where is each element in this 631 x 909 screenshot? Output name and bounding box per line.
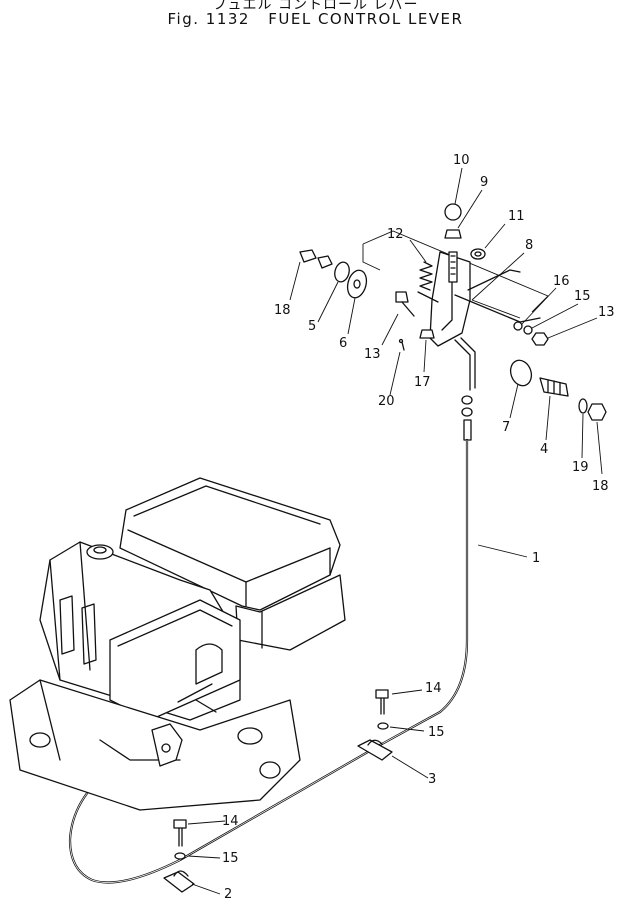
callout-13-right: 13 bbox=[598, 305, 615, 320]
callout-8: 8 bbox=[525, 238, 533, 253]
bolt-14-upper bbox=[375, 689, 389, 730]
callout-numbers: 10 9 11 12 8 16 15 13 18 5 6 13 17 20 7 … bbox=[222, 153, 615, 902]
figure-title-japanese: フュエル コントロール レバー bbox=[212, 0, 419, 13]
lever-bracket-assembly bbox=[299, 203, 607, 441]
leader-lines bbox=[187, 167, 603, 895]
figure-number: Fig. 1132 bbox=[167, 10, 250, 28]
callout-15-middle: 15 bbox=[428, 725, 445, 740]
callout-16: 16 bbox=[553, 274, 570, 289]
callout-10: 10 bbox=[453, 153, 470, 168]
callout-11: 11 bbox=[508, 209, 525, 224]
callout-6: 6 bbox=[339, 336, 347, 351]
callout-5: 5 bbox=[308, 319, 316, 334]
figure-heading: Fig. 1132 FUEL CONTROL LEVER bbox=[0, 10, 631, 28]
bolt-14-lower bbox=[173, 819, 187, 860]
callout-15-right: 15 bbox=[574, 289, 591, 304]
callout-19: 19 bbox=[572, 460, 589, 475]
callout-15-lower: 15 bbox=[222, 851, 239, 866]
callout-9: 9 bbox=[480, 175, 488, 190]
callout-20: 20 bbox=[378, 394, 395, 409]
callout-13-left: 13 bbox=[364, 347, 381, 362]
callout-14-upper: 14 bbox=[425, 681, 442, 696]
callout-18-right: 18 bbox=[592, 479, 609, 494]
engine bbox=[9, 477, 346, 811]
clamp-3 bbox=[357, 739, 393, 761]
callout-1: 1 bbox=[532, 551, 540, 566]
callout-2: 2 bbox=[224, 887, 232, 902]
callout-17: 17 bbox=[414, 375, 431, 390]
callout-18-left: 18 bbox=[274, 303, 291, 318]
callout-12: 12 bbox=[387, 227, 404, 242]
callout-4: 4 bbox=[540, 442, 548, 457]
clamp-2 bbox=[163, 870, 195, 893]
callout-14-lower: 14 bbox=[222, 814, 239, 829]
callout-3: 3 bbox=[428, 772, 436, 787]
figure-title: FUEL CONTROL LEVER bbox=[268, 10, 464, 28]
callout-7: 7 bbox=[502, 420, 510, 435]
